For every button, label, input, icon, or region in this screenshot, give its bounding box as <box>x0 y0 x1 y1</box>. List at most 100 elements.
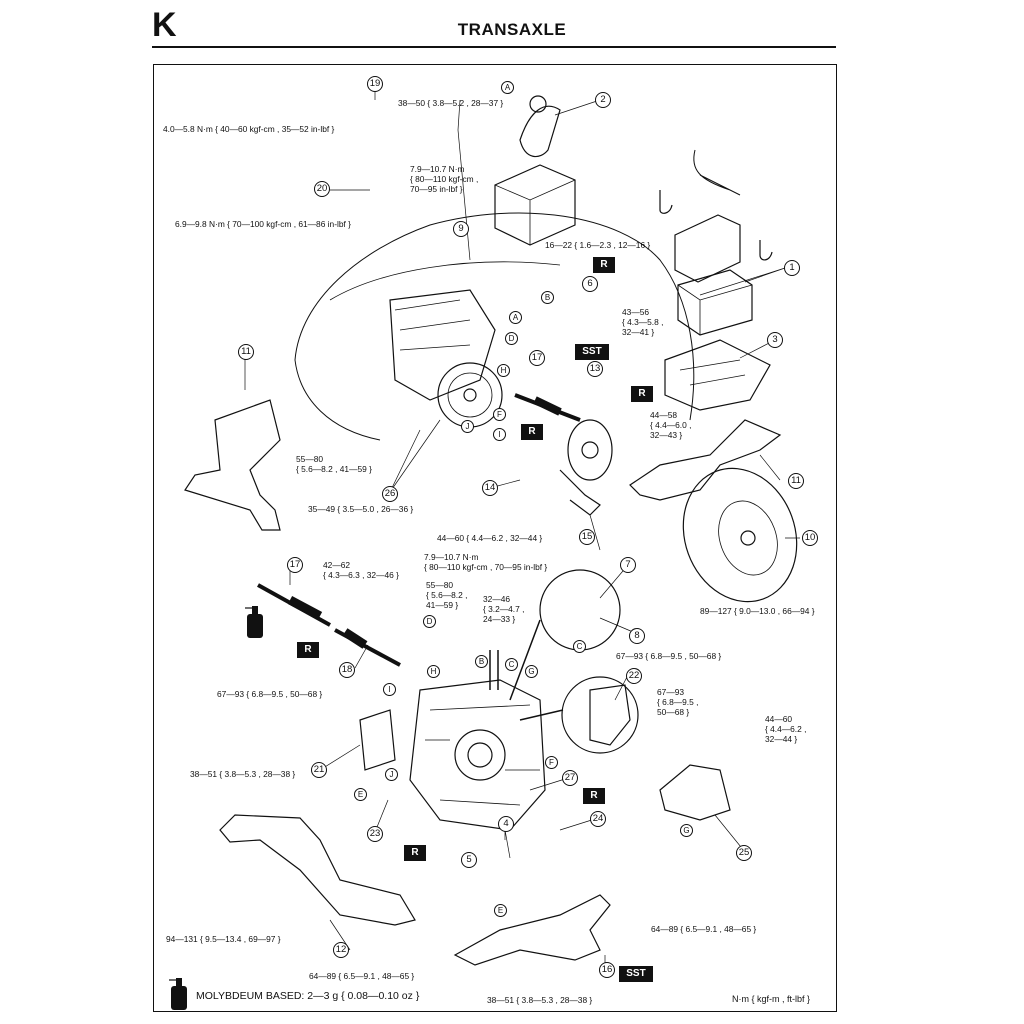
torque-spec-t16: 67—93 { 6.8—9.5 , 50—68 } <box>616 651 722 661</box>
diagram-frame <box>153 64 837 1012</box>
torque-spec-t6: 43—56{ 4.3—5.8 ,32—41 } <box>622 307 664 337</box>
replace-tag-r: R <box>297 642 319 658</box>
splash-shield-left <box>184 399 281 531</box>
callout-3: 3 <box>767 332 783 348</box>
replace-tag-r: R <box>521 424 543 440</box>
hood-line <box>329 261 561 301</box>
callout-17-upper: 17 <box>529 350 545 366</box>
letter-marker-b-engine: B <box>541 291 554 304</box>
torque-spec-t2: 4.0—5.8 N·m { 40—60 kgf-cm , 35—52 in-lb… <box>163 124 335 134</box>
letter-marker-i-trans: I <box>383 683 396 696</box>
transaxle-mount-22 <box>589 684 631 746</box>
section-letter: K <box>152 6 177 44</box>
letter-marker-c-detail: C <box>573 640 586 653</box>
detail-circle-upper <box>539 569 621 651</box>
grease-legend: MOLYBDEUM BASED: 2—3 g { 0.08—0.10 oz } <box>196 990 420 1002</box>
replace-tag-r: R <box>404 845 426 861</box>
letter-marker-g-mount: G <box>680 824 693 837</box>
callout-13: 13 <box>587 361 603 377</box>
title-rule <box>152 46 836 48</box>
callout-23: 23 <box>367 826 383 842</box>
callout-1: 1 <box>784 260 800 276</box>
torque-spec-t8: 55—80{ 5.6—8.2 , 41—59 } <box>296 454 372 474</box>
callout-8: 8 <box>629 628 645 644</box>
replace-tag-r: R <box>593 257 615 273</box>
units-note: N·m { kgf-m , ft-lbf } <box>732 994 811 1004</box>
torque-spec-t1: 38—50 { 3.8—5.2 , 28—37 } <box>398 98 504 108</box>
transaxle-member <box>453 894 611 966</box>
callout-7: 7 <box>620 557 636 573</box>
torque-spec-t9: 35—49 { 3.5—5.0 , 26—36 } <box>308 504 414 514</box>
callout-16: 16 <box>599 962 615 978</box>
letter-marker-g-trans: G <box>525 665 538 678</box>
letter-marker-j-flywheel: J <box>461 420 474 433</box>
callout-19: 19 <box>367 76 383 92</box>
torque-spec-t22: 64—89 { 6.5—9.1 , 48—65 } <box>651 924 757 934</box>
splash-shield-right <box>629 419 782 501</box>
callout-15: 15 <box>579 529 595 545</box>
callout-27: 27 <box>562 770 578 786</box>
torque-spec-t24: 38—51 { 3.8—5.3 , 28—38 } <box>487 995 593 1005</box>
battery-carrier <box>664 339 771 411</box>
callout-11-right: 11 <box>788 473 804 489</box>
transaxle-case <box>409 679 546 831</box>
callout-12: 12 <box>333 942 349 958</box>
torque-spec-t19: 44—60{ 4.4—6.2 ,32—44 } <box>765 714 807 744</box>
letter-marker-e-member: E <box>494 904 507 917</box>
page-title: TRANSAXLE <box>457 20 567 39</box>
torque-spec-t20: 38—51 { 3.8—5.3 , 28—38 } <box>190 769 296 779</box>
callout-4: 4 <box>498 816 514 832</box>
leader-lines <box>244 84 800 968</box>
torque-spec-t10: 44—60 { 4.4—6.2 , 32—44 } <box>437 533 543 543</box>
callout-6: 6 <box>582 276 598 292</box>
callout-20: 20 <box>314 181 330 197</box>
intake-hose <box>519 105 561 158</box>
callout-10: 10 <box>802 530 818 546</box>
battery <box>677 269 753 336</box>
callout-18: 18 <box>339 662 355 678</box>
replace-tag-r: R <box>583 788 605 804</box>
callout-22: 22 <box>626 668 642 684</box>
torque-spec-t23: 64—89 { 6.5—9.1 , 48—65 } <box>309 971 415 981</box>
crossmember <box>219 814 416 926</box>
torque-spec-t5: 16—22 { 1.6—2.3 , 12—16 } <box>545 240 651 250</box>
sst-tag: SST <box>619 966 653 982</box>
torque-spec-t13: 55—80{ 5.6—8.2 ,41—59 } <box>426 580 468 610</box>
grease-tube-icon <box>245 606 263 638</box>
torque-spec-t11: 7.9—10.7 N·m{ 80—110 kgf-cm , 70—95 in-l… <box>424 552 548 572</box>
callout-5: 5 <box>461 852 477 868</box>
callout-21: 21 <box>311 762 327 778</box>
sst-tag: SST <box>575 344 609 360</box>
letter-marker-a-top: A <box>501 81 514 94</box>
callout-25: 25 <box>736 845 752 861</box>
torque-spec-t12: 42—62{ 4.3—6.3 , 32—46 } <box>323 560 399 580</box>
transaxle-mount-21 <box>359 709 396 771</box>
torque-spec-t17: 67—93 { 6.8—9.5 , 50—68 } <box>217 689 323 699</box>
steering-knuckle <box>567 419 613 481</box>
callout-17-lower: 17 <box>287 557 303 573</box>
letter-marker-d-trans: D <box>423 615 436 628</box>
engine-mount-25 <box>659 764 731 821</box>
letter-marker-h-engine: H <box>497 364 510 377</box>
torque-spec-t14: 32—46{ 3.2—4.7 ,24—33 } <box>483 594 525 624</box>
torque-spec-t7: 44—58{ 4.4—6.0 ,32—43 } <box>650 410 692 440</box>
torque-spec-t21: 94—131 { 9.5—13.4 , 69—97 } <box>166 934 281 944</box>
callout-14: 14 <box>482 480 498 496</box>
engine-block <box>389 289 496 401</box>
battery-tray <box>674 214 741 283</box>
torque-spec-t18: 67—93{ 6.8—9.5 ,50—68 } <box>657 687 699 717</box>
letter-marker-j-trans: J <box>385 768 398 781</box>
torque-spec-t3: 7.9—10.7 N·m{ 80—110 kgf-cm ,70—95 in-lb… <box>410 164 479 194</box>
callout-9: 9 <box>453 221 469 237</box>
letter-marker-e-mount: E <box>354 788 367 801</box>
callout-24: 24 <box>590 811 606 827</box>
replace-tag-r: R <box>631 386 653 402</box>
letter-marker-h-trans: H <box>427 665 440 678</box>
torque-spec-t15: 89—127 { 9.0—13.0 , 66—94 } <box>700 606 815 616</box>
letter-marker-a-engine: A <box>509 311 522 324</box>
detail-circle-lower <box>561 676 639 754</box>
letter-marker-d-engine: D <box>505 332 518 345</box>
callout-11-left: 11 <box>238 344 254 360</box>
air-cleaner-box <box>494 164 576 246</box>
